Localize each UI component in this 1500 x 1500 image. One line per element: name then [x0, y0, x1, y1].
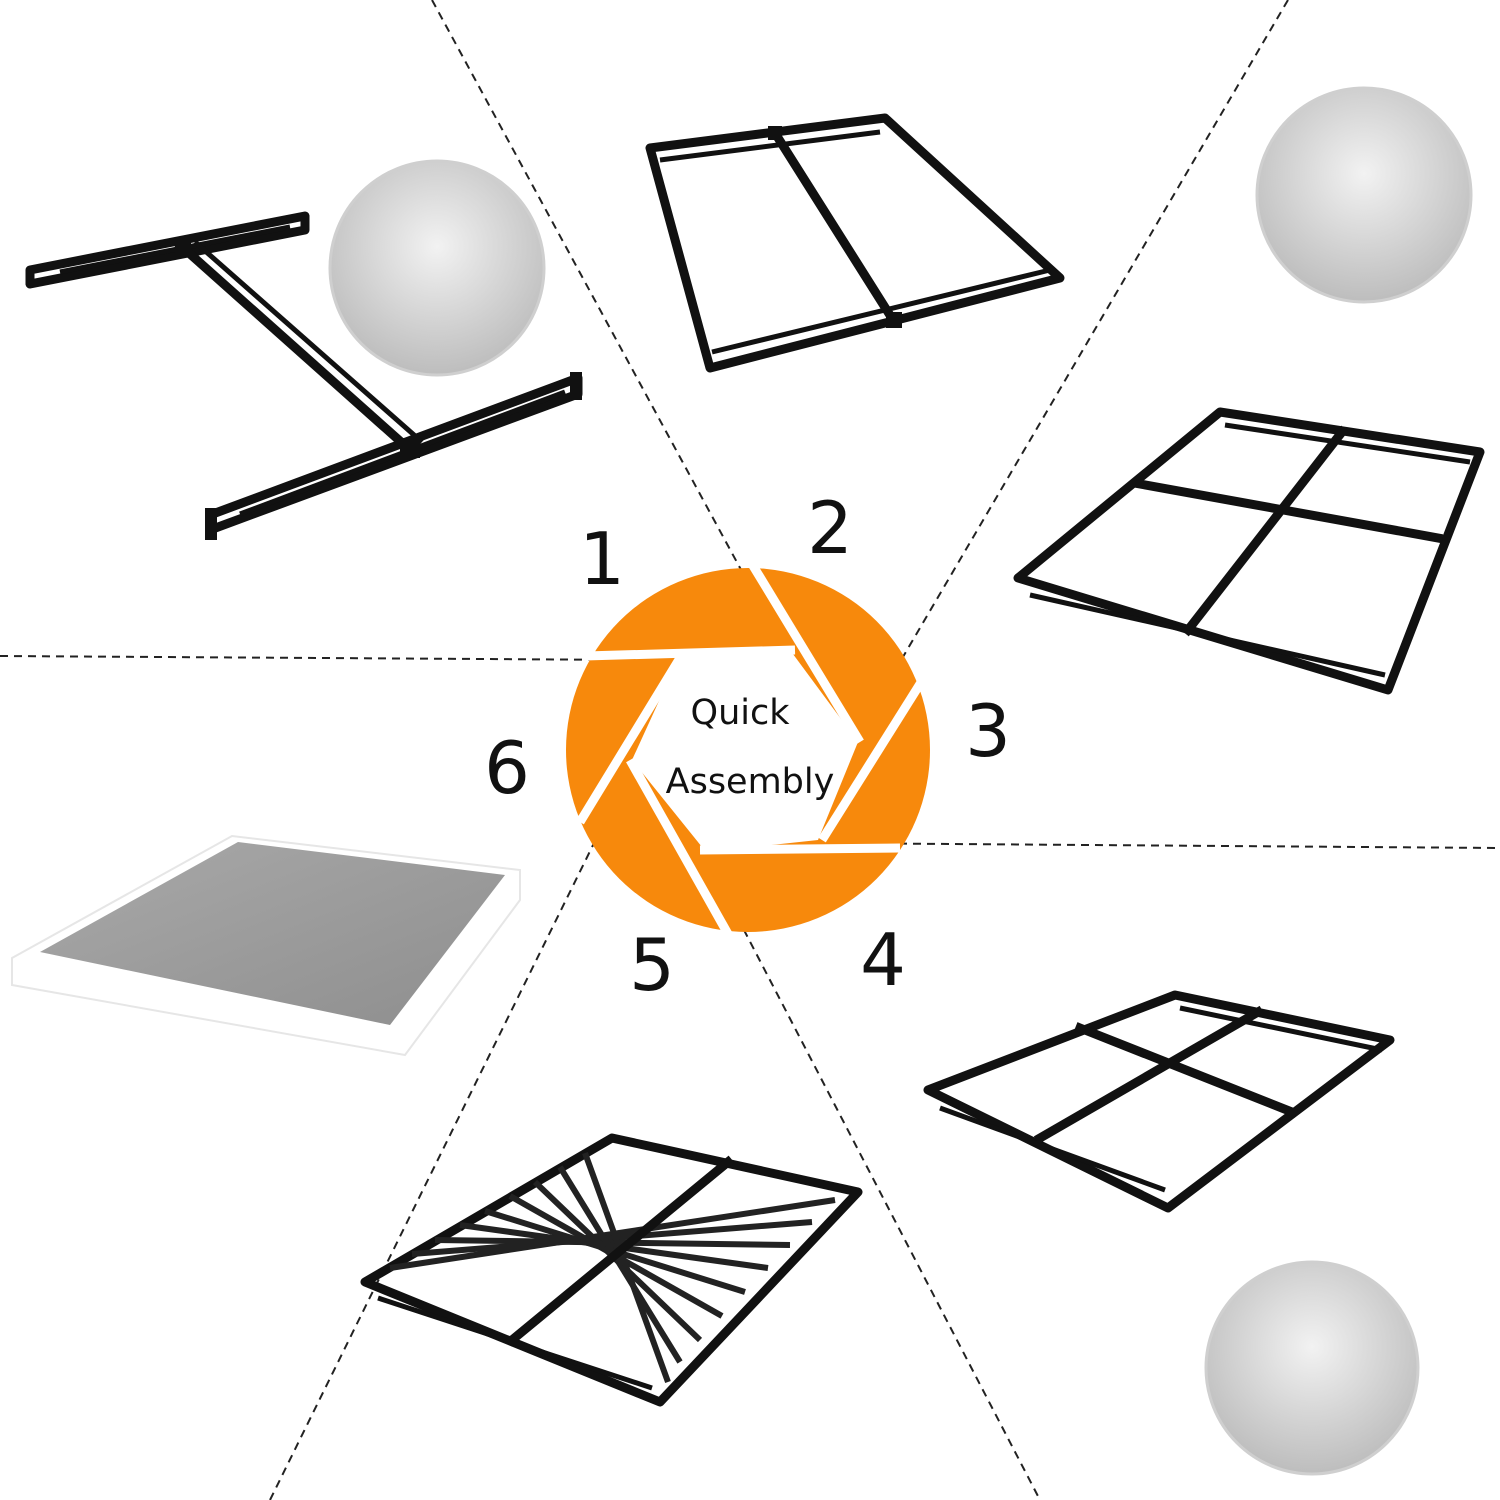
step-3-illustration — [1013, 407, 1485, 695]
step-number-1: 1 — [579, 517, 625, 601]
step-number-6: 6 — [484, 726, 530, 810]
divider-line — [899, 0, 1289, 663]
step-numbers: 1 2 3 4 5 6 — [484, 486, 1011, 1007]
center-line-2: Assembly — [666, 762, 835, 802]
step-6-illustration — [11, 834, 521, 1057]
step-number-3: 3 — [965, 689, 1011, 773]
step-number-4: 4 — [860, 918, 906, 1002]
divider-line — [814, 842, 1500, 849]
step-number-5: 5 — [629, 923, 675, 1007]
step-4-illustration — [923, 990, 1395, 1213]
step-5-illustration — [360, 1133, 863, 1407]
step-number-2: 2 — [807, 486, 853, 570]
center-line-1: Quick — [691, 693, 791, 733]
frame-slats — [389, 1151, 836, 1384]
divider-line — [269, 759, 636, 1500]
aperture-blades — [576, 561, 934, 937]
step-1-illustration — [25, 211, 583, 540]
divider-line — [704, 854, 1041, 1500]
divider-line — [0, 655, 641, 661]
aperture-center — [632, 650, 858, 852]
step-4-detail — [1200, 1260, 1430, 1476]
aperture-logo: Quick Assembly — [566, 561, 934, 937]
step-3-detail — [1251, 86, 1493, 310]
mattress-top — [40, 842, 505, 1025]
step-2-illustration — [645, 113, 1065, 373]
step-1-detail — [323, 159, 555, 377]
